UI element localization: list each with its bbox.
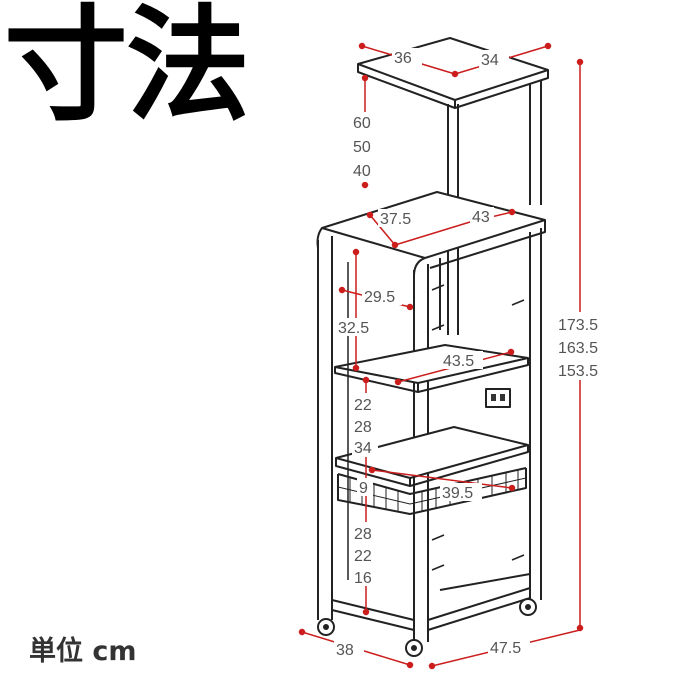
dim-total-height-3: 153.5: [558, 363, 598, 380]
dim-upper-gap: 32.5: [338, 320, 369, 337]
dim-drawer-width: 39.5: [442, 485, 473, 502]
dim-mid-top-width: 37.5: [380, 211, 411, 228]
dim-mid-gap-3: 34: [354, 440, 372, 457]
dim-top-clearance-2: 50: [353, 139, 371, 156]
dim-total-height-2: 163.5: [558, 340, 598, 357]
dim-lower-gap-3: 16: [354, 570, 372, 587]
dim-lower-gap-1: 28: [354, 526, 372, 543]
dim-drawer-height: 9: [359, 480, 368, 497]
dim-base-width: 38: [336, 642, 354, 659]
dim-base-depth: 47.5: [490, 640, 521, 657]
dimension-labels: 36 34 60 50 40 37.5 43 29.5 32.5 43.5 22…: [334, 48, 608, 659]
dim-lower-gap-2: 22: [354, 548, 372, 565]
dim-side-clearance: 29.5: [364, 289, 395, 306]
dim-mid-gap-1: 22: [354, 397, 372, 414]
dim-total-height-1: 173.5: [558, 317, 598, 334]
dim-top-width: 36: [394, 50, 412, 67]
dim-top-clearance-1: 60: [353, 115, 371, 132]
dim-mid-gap-2: 28: [354, 419, 372, 436]
dim-top-clearance-3: 40: [353, 163, 371, 180]
dim-mid-top-depth: 43: [472, 209, 490, 226]
unit-label: 単位 cm: [29, 636, 137, 667]
dim-top-depth: 34: [481, 52, 499, 69]
dim-shelf-depth: 43.5: [443, 353, 474, 370]
page-title: 寸法: [4, 0, 250, 138]
